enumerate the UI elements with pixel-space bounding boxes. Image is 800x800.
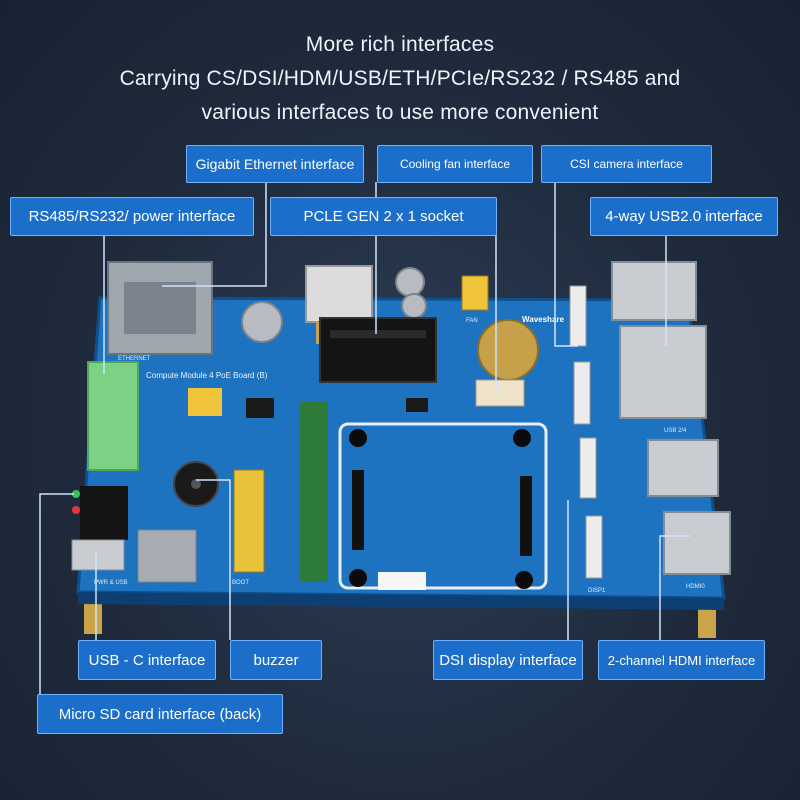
callout-micro-sd: Micro SD card interface (back) [37,694,283,734]
standoff-right [698,602,716,638]
mount-hole-2 [513,429,531,447]
silk-boot: BOOT [232,580,249,586]
cm4-socket-frame [338,422,548,590]
mount-hole-1 [349,429,367,447]
silk-fan: FAN [466,318,478,324]
poe-transformer [305,265,373,323]
capacitor-1 [241,301,283,343]
leader-lines [39,182,690,694]
callout-usb2-4way: 4-way USB2.0 interface [590,197,778,236]
usb-port-stack-2 [619,325,707,419]
gpio-header [233,469,265,573]
leader-csi [554,182,578,347]
capacitor-2 [395,267,425,297]
capacitor-3 [401,293,427,319]
dsi-connector-1 [579,437,597,499]
callout-cooling-fan: Cooling fan interface [377,145,533,183]
yellow-switch [188,388,222,416]
mount-hole-4 [515,571,533,589]
headline-line-3: various interfaces to use more convenien… [201,101,599,124]
silk-disp: DISP1 [588,588,606,594]
dsi-connector-2 [585,515,603,579]
csi-connector-2 [573,361,591,425]
leader-micro-sd [39,493,74,694]
hdmi-port-2 [663,511,731,575]
callout-usb-c: USB - C interface [78,640,216,680]
pcb-edge [78,592,724,610]
ethernet-port-opening [124,282,196,334]
hdmi-port-1 [647,439,719,497]
silk-brand: Waveshare [522,315,565,324]
cm4-connector-left [352,470,364,550]
silk-board-title: Compute Module 4 PoE Board (B) [146,371,268,380]
label-sticker [378,572,426,590]
leader-hdmi [659,535,690,640]
rtc-battery-holder [477,319,539,381]
silk-ethernet: ETHERNET [118,356,151,362]
silk-pwr: PWR & USB [94,580,128,586]
rtc-connector [475,379,525,407]
terminal-block [87,361,139,471]
callout-hdmi-2ch: 2-channel HDMI interface [598,640,765,680]
usb-c-shell [71,539,125,571]
headline-line-2: Carrying CS/DSI/HDM/USB/ETH/PCIe/RS232 /… [119,67,681,90]
callout-gigabit-ethernet: Gigabit Ethernet interface [186,145,364,183]
headline-line-1: More rich interfaces [305,33,495,56]
pcie-socket [319,317,437,383]
chip-1 [246,398,274,418]
led-array [300,402,328,582]
mount-hole-3 [349,569,367,587]
callout-csi-camera: CSI camera interface [541,145,712,183]
cm4-connector-right [520,476,532,556]
callout-dsi-display: DSI display interface [433,640,583,680]
callout-pcie-socket: PCLE GEN 2 x 1 socket [270,197,497,236]
leader-ethernet [162,182,267,287]
standoff-left [84,598,102,634]
usb-port-stack-1 [611,261,697,321]
chip-2 [406,398,428,412]
buzzer-hole [191,479,201,489]
leader-buzzer [196,479,231,640]
fan-header [461,275,489,311]
power-module [137,529,197,583]
usb-c-connector [80,486,128,540]
silk-usb: USB 2/4 [664,428,687,434]
led-red [72,506,80,514]
callout-buzzer: buzzer [230,640,322,680]
silk-hdmi: HDMI0 [686,584,705,590]
led-green [72,490,80,498]
csi-connector-1 [569,285,587,347]
pcie-slot [330,330,426,338]
callout-rs485-power: RS485/RS232/ power interface [10,197,254,236]
